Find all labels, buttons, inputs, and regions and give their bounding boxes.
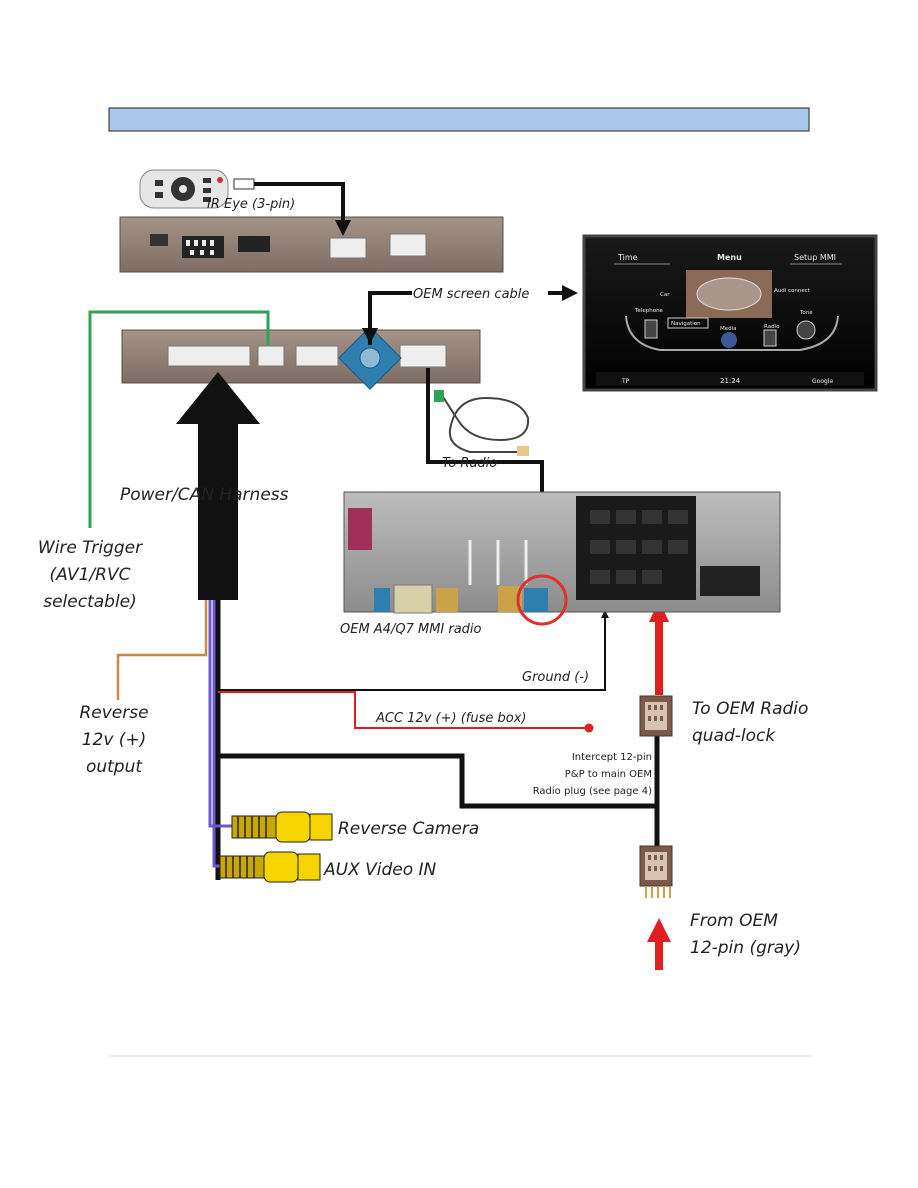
label-intercept-2: P&P to main OEM — [565, 769, 652, 780]
screen-media: Media — [720, 326, 737, 332]
screen-setup: Setup MMI — [794, 253, 836, 262]
label-to-radio: To Radio — [442, 456, 497, 471]
screen-tone: Tone — [799, 310, 813, 316]
label-from-oem-2: 12-pin (gray) — [690, 938, 801, 958]
label-to-oem-radio-1: To OEM Radio — [692, 699, 808, 719]
label-to-oem-radio-2: quad-lock — [692, 726, 776, 746]
screen-tp: TP — [621, 378, 630, 385]
label-ground: Ground (-) — [522, 670, 589, 685]
quad-lock-plug — [639, 695, 673, 737]
rca-aux-lead — [212, 600, 220, 868]
screen-time: Time — [617, 253, 638, 262]
ir-eye-cable — [254, 182, 351, 236]
label-intercept-1: Intercept 12-pin — [572, 752, 652, 763]
screen-clock: 21:24 — [720, 377, 741, 385]
label-ir-eye: IR Eye (3-pin) — [207, 197, 295, 212]
screen-menu: Menu — [717, 253, 742, 262]
screen-google: Google — [812, 378, 833, 385]
intercept-cable — [218, 753, 657, 809]
screen-telephone: Telephone — [634, 308, 664, 314]
acc-terminal — [584, 723, 594, 733]
rca-reverse-camera — [231, 811, 333, 843]
label-power-can: Power/CAN Harness — [120, 485, 289, 505]
ir-eye-sensor — [233, 178, 255, 190]
power-can-harness-arrow — [176, 372, 260, 600]
fakra-cable-photo — [434, 390, 530, 456]
screen-car: Car — [660, 292, 670, 298]
oem-radio-unit — [343, 491, 781, 614]
label-reverse-output-2: 12v (+) — [82, 730, 147, 750]
ground-wire — [218, 620, 606, 691]
screen-audi-connect: Audi connect — [774, 288, 811, 294]
label-reverse-output-3: output — [86, 757, 143, 777]
label-acc: ACC 12v (+) (fuse box) — [375, 711, 526, 726]
rca-aux-video — [219, 851, 321, 883]
red-arrow-up-to-radio — [649, 600, 669, 695]
wire-trigger-line — [88, 310, 270, 528]
label-oem-radio: OEM A4/Q7 MMI radio — [340, 622, 482, 637]
rca-camera-lead — [208, 600, 232, 828]
label-intercept-3: Radio plug (see page 4) — [533, 786, 652, 797]
screen-navigation: Navigation — [671, 321, 701, 327]
label-wire-trigger-2: (AV1/RVC — [50, 565, 131, 585]
oem-screen — [582, 234, 878, 392]
label-wire-trigger-3: selectable) — [43, 592, 137, 612]
ir-remote — [139, 169, 229, 209]
acc-wire — [218, 691, 588, 729]
label-oem-screen-cable: OEM screen cable — [413, 287, 529, 302]
label-reverse-camera: Reverse Camera — [338, 819, 479, 839]
header-bar — [108, 107, 810, 132]
label-aux-video: AUX Video IN — [323, 860, 437, 880]
radio-fakra-highlight — [516, 574, 568, 626]
red-arrow-from-oem — [647, 918, 671, 970]
top-interface-box — [119, 216, 504, 273]
label-wire-trigger-1: Wire Trigger — [38, 538, 143, 558]
reverse-output-wire — [116, 600, 208, 700]
label-from-oem-1: From OEM — [690, 911, 778, 931]
main-interface-box — [121, 326, 481, 390]
oem-12pin-plug — [639, 845, 673, 898]
label-reverse-output-1: Reverse — [79, 703, 148, 723]
screen-radio: Radio — [764, 324, 780, 330]
